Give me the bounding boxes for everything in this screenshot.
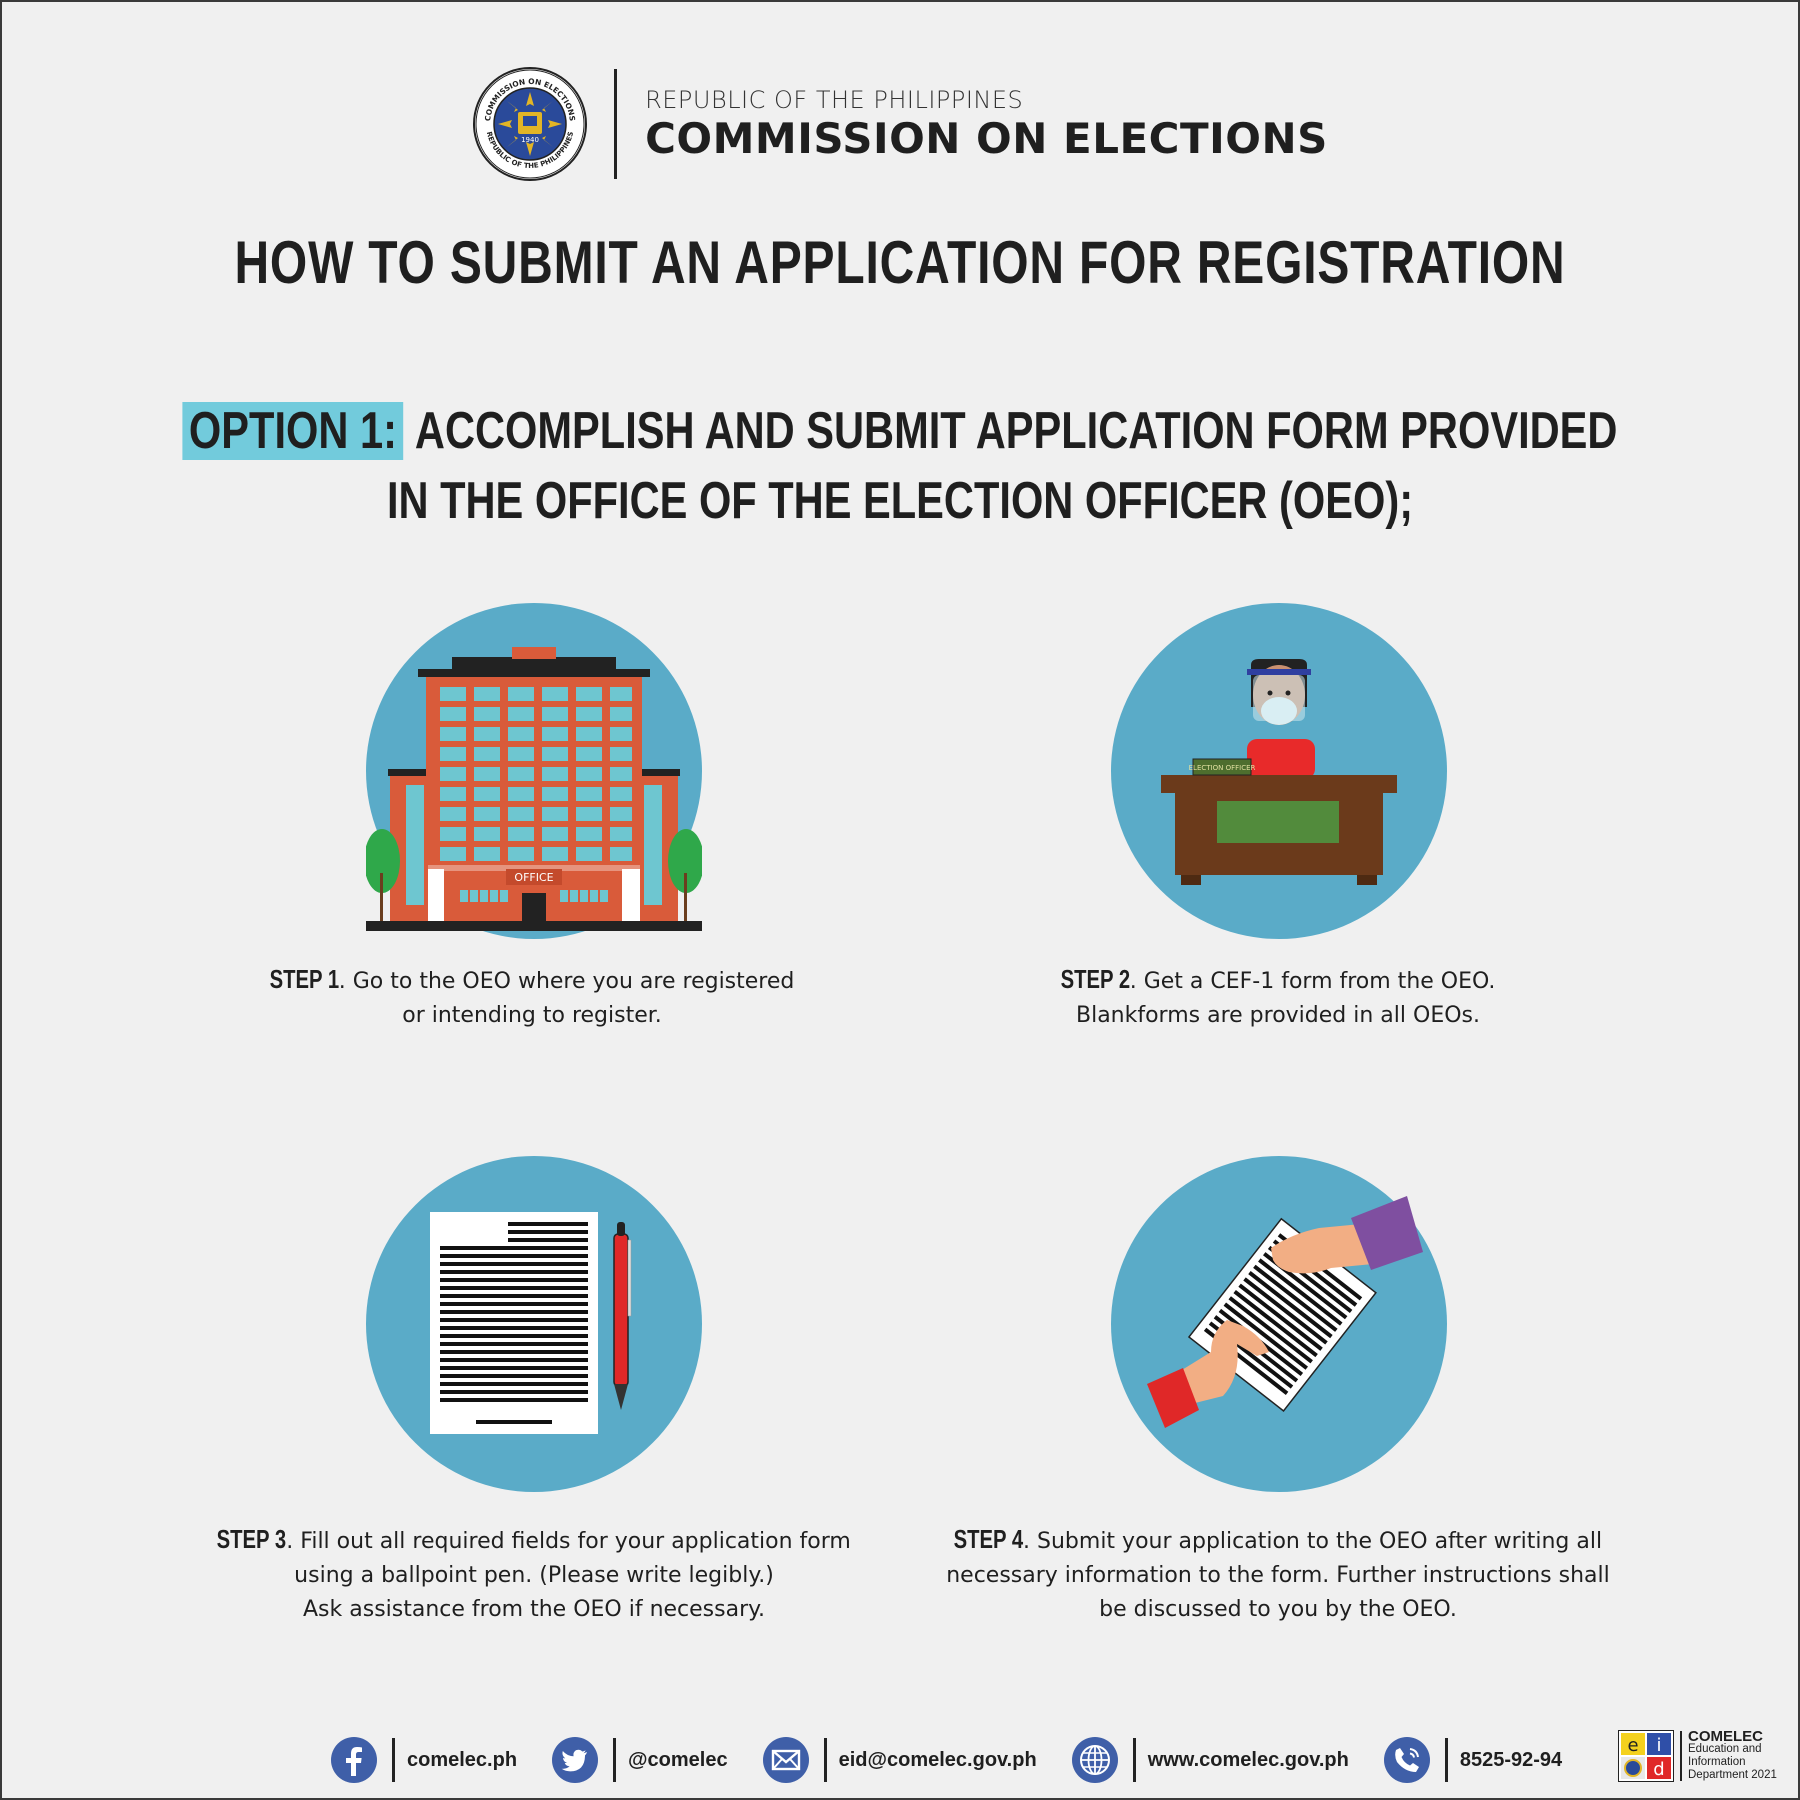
eid-line-3: Department 2021	[1688, 1769, 1777, 1781]
step-4-line-2: necessary information to the form. Furth…	[946, 1563, 1610, 1588]
header: 1940 COMMISSION ON ELECTIONS REPUBLIC OF…	[0, 66, 1800, 182]
eid-logo-icon: e i d	[1618, 1730, 1674, 1782]
eid-letter-i: i	[1656, 1735, 1661, 1756]
step-1-line-1: Go to the OEO where you are registered	[352, 969, 795, 994]
eid-line-1: Education and	[1688, 1743, 1762, 1755]
step-1-line-2: or intending to register.	[402, 1003, 662, 1028]
step-3-line-3: Ask assistance from the OEO if necessary…	[303, 1597, 765, 1622]
globe-icon	[1071, 1737, 1118, 1783]
step-4-label: STEP 4	[953, 1524, 1024, 1554]
step-4-line-1: Submit your application to the OEO after…	[1037, 1529, 1603, 1554]
footer-twitter[interactable]: @comelec	[551, 1736, 728, 1784]
email-icon	[762, 1737, 809, 1783]
option-heading: OPTION 1: ACCOMPLISH AND SUBMIT APPLICAT…	[180, 396, 1620, 536]
footer-divider	[1132, 1738, 1136, 1782]
option-line-1: ACCOMPLISH AND SUBMIT APPLICATION FORM P…	[414, 402, 1618, 460]
footer-divider	[1444, 1738, 1448, 1782]
eid-letter-d: d	[1653, 1759, 1664, 1780]
step-3-text: STEP 3. Fill out all required fields for…	[154, 1522, 914, 1627]
email-address[interactable]: eid@comelec.gov.ph	[838, 1748, 1037, 1771]
footer-facebook[interactable]: comelec.ph	[330, 1736, 517, 1784]
footer-phone[interactable]: 8525-92-94	[1383, 1736, 1562, 1784]
election-officer-desk-icon: ELECTION OFFICER	[1111, 603, 1447, 939]
step-2-text: STEP 2. Get a CEF-1 form from the OEO. B…	[898, 962, 1658, 1033]
twitter-handle[interactable]: @comelec	[628, 1748, 728, 1771]
eid-branding: e i d COMELEC Education and Information …	[1618, 1728, 1777, 1782]
step-1-label: STEP 1	[269, 964, 339, 994]
seal-year: 1940	[521, 136, 539, 144]
footer-website[interactable]: www.comelec.gov.ph	[1071, 1736, 1349, 1784]
step-3-label: STEP 3	[216, 1524, 287, 1554]
footer-divider	[823, 1738, 827, 1782]
header-subtitle: REPUBLIC OF THE PHILIPPINES	[645, 86, 1024, 114]
header-text: REPUBLIC OF THE PHILIPPINES COMMISSION O…	[645, 85, 1328, 163]
footer-divider	[613, 1738, 617, 1782]
step-3-line-1: Fill out all required fields for your ap…	[300, 1529, 851, 1554]
step-1-text: STEP 1. Go to the OEO where you are regi…	[152, 962, 912, 1033]
footer-email[interactable]: eid@comelec.gov.ph	[762, 1736, 1037, 1784]
office-building-icon: OFFICE	[366, 603, 702, 939]
footer-contacts: comelec.ph @comelec eid@comelec.gov.ph	[330, 1734, 1596, 1786]
office-sign: OFFICE	[514, 871, 553, 884]
facebook-icon	[331, 1737, 377, 1783]
form-and-pen-icon	[366, 1156, 702, 1492]
twitter-icon	[552, 1737, 599, 1783]
eid-letter-e: e	[1627, 1735, 1638, 1756]
eid-title: COMELEC	[1688, 1728, 1763, 1745]
handing-form-icon	[1111, 1156, 1447, 1492]
website-url[interactable]: www.comelec.gov.ph	[1147, 1748, 1349, 1771]
step-3-line-2: using a ballpoint pen. (Please write leg…	[294, 1563, 774, 1588]
phone-icon	[1383, 1737, 1430, 1783]
eid-line-2: Information	[1688, 1756, 1746, 1768]
election-officer-sign: ELECTION OFFICER	[1189, 764, 1256, 772]
header-title: COMMISSION ON ELECTIONS	[645, 114, 1328, 163]
header-divider	[614, 69, 618, 179]
footer-divider	[392, 1738, 395, 1782]
option-line-2: IN THE OFFICE OF THE ELECTION OFFICER (O…	[386, 472, 1414, 530]
step-4-line-3: be discussed to you by the OEO.	[1099, 1597, 1457, 1622]
phone-number[interactable]: 8525-92-94	[1459, 1748, 1563, 1771]
step-4-text: STEP 4. Submit your application to the O…	[898, 1522, 1658, 1627]
eid-text: COMELEC Education and Information Depart…	[1688, 1728, 1777, 1782]
comelec-seal-icon: 1940 COMMISSION ON ELECTIONS REPUBLIC OF…	[473, 67, 588, 181]
eid-divider	[1680, 1731, 1682, 1781]
facebook-handle[interactable]: comelec.ph	[407, 1748, 518, 1771]
page-title: HOW TO SUBMIT AN APPLICATION FOR REGISTR…	[234, 229, 1566, 296]
step-2-line-2: Blankforms are provided in all OEOs.	[1075, 1003, 1480, 1028]
step-2-label: STEP 2	[1060, 964, 1130, 994]
option-tag: OPTION 1:	[182, 402, 404, 460]
step-2-line-1: Get a CEF-1 form from the OEO.	[1143, 969, 1496, 994]
